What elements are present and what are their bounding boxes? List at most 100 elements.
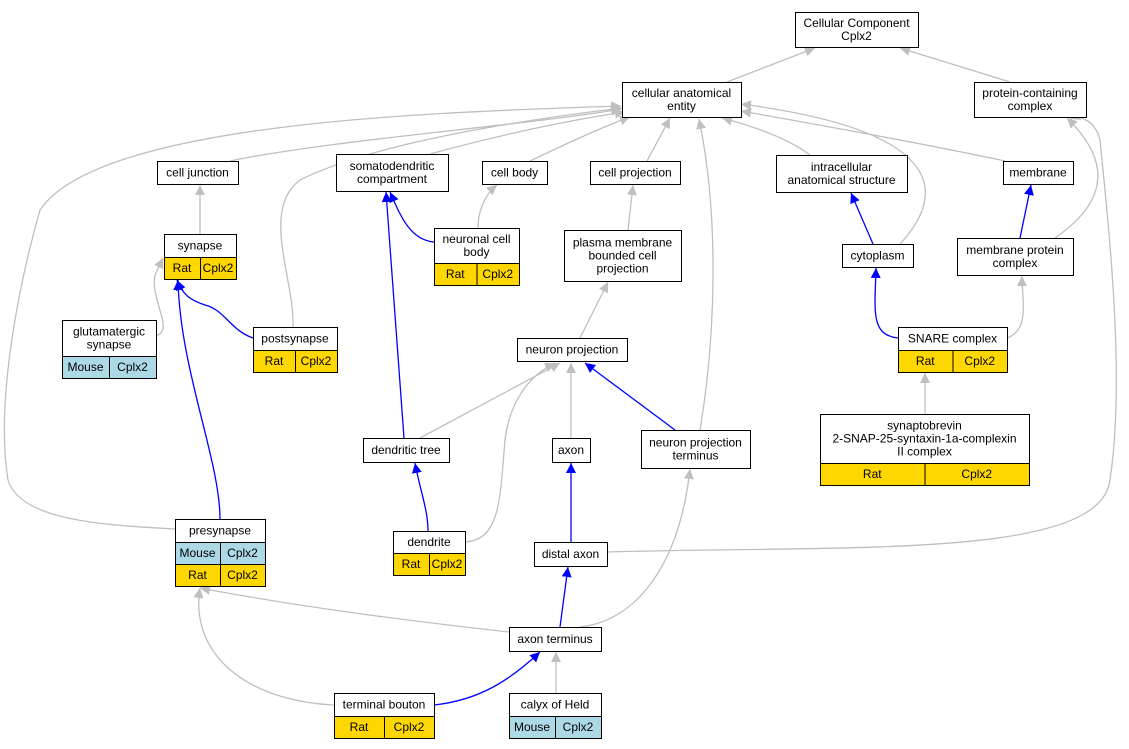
- node-box: [552, 438, 591, 463]
- annotation-cell: [220, 564, 266, 587]
- annotation-cell: [429, 553, 466, 576]
- edge-snare-to-mpc: [1006, 275, 1028, 339]
- node-label: anatomical structure: [787, 173, 895, 187]
- annotation-cell: [924, 463, 1030, 486]
- organism-label: Rat: [188, 568, 207, 582]
- gene-label: Cplx2: [432, 557, 463, 571]
- node-label: calyx of Held: [521, 698, 590, 712]
- organism-label: Rat: [916, 354, 935, 368]
- node-box: [1003, 161, 1074, 185]
- node-label: Cplx2: [841, 29, 872, 43]
- node-label: synapse: [87, 338, 132, 352]
- edge-pre-to-syn: [173, 279, 221, 520]
- annotation-cell: [952, 350, 1008, 373]
- node-box: [974, 82, 1087, 118]
- organism-label: Rat: [446, 267, 465, 281]
- node-box: [957, 238, 1074, 276]
- organism-label: Rat: [402, 557, 421, 571]
- node-axon[interactable]: axon: [552, 438, 591, 463]
- edge-pmbcp-to-cp: [626, 184, 637, 231]
- node-da[interactable]: distal axon: [534, 542, 608, 567]
- edge-tb-to-pre: [193, 587, 335, 706]
- node-label: presynapse: [189, 524, 251, 538]
- node-label: compartment: [357, 172, 428, 186]
- edge-np-to-pmbcp: [579, 281, 609, 339]
- gene-label: Cplx2: [961, 467, 992, 481]
- edge-cae-to-root: [726, 46, 816, 83]
- node-box: [336, 154, 449, 192]
- edge-da-to-pcc: [606, 110, 1117, 553]
- node-box: [776, 155, 908, 193]
- edge-ias-to-cae: [721, 115, 811, 156]
- node-label: synapse: [178, 239, 223, 253]
- node-label: complex: [993, 256, 1038, 270]
- annotation-cell: [295, 350, 338, 373]
- edge-dt-to-np: [419, 362, 561, 439]
- node-box: [622, 82, 742, 118]
- node-at[interactable]: axon terminus: [509, 627, 602, 652]
- node-label: neuronal cell: [442, 232, 510, 246]
- node-label: SNARE complex: [908, 332, 997, 346]
- edge-cp-to-cae: [646, 117, 671, 162]
- node-mem[interactable]: membrane: [1003, 161, 1074, 185]
- node-label: cell projection: [598, 166, 671, 180]
- edge-pcc-to-root: [899, 46, 1011, 83]
- node-label: neuron projection: [649, 436, 742, 450]
- node-label: synaptobrevin: [887, 419, 962, 433]
- edge-at-to-npt: [579, 468, 694, 628]
- node-box: [517, 338, 628, 362]
- annotation-cell: [200, 257, 237, 280]
- node-box: [590, 161, 681, 185]
- node-label: projection: [596, 262, 648, 276]
- node-cyto[interactable]: cytoplasm: [842, 244, 914, 268]
- organism-label: Rat: [350, 720, 369, 734]
- edge-npt-to-np: [584, 362, 676, 431]
- node-label: plasma membrane: [573, 236, 673, 250]
- gene-label: Cplx2: [227, 568, 258, 582]
- annotation-cell: [555, 716, 602, 739]
- gene-label: Cplx2: [301, 354, 332, 368]
- node-np[interactable]: neuron projection: [517, 338, 628, 362]
- node-cb[interactable]: cell body: [482, 161, 548, 185]
- node-box: [641, 430, 751, 469]
- organism-label: Mouse: [67, 360, 103, 374]
- node-label: neuron projection: [526, 343, 619, 357]
- edge-ncb-to-sdc: [389, 191, 435, 243]
- node-dt[interactable]: dendritic tree: [363, 438, 450, 463]
- node-label: bounded cell: [588, 249, 656, 263]
- edge-glu-to-syn: [153, 257, 164, 337]
- node-label: axon: [558, 443, 584, 457]
- node-sb[interactable]: synaptobrevin2-SNAP-25-syntaxin-1a-compl…: [820, 414, 1030, 486]
- node-label: glutamatergic: [73, 325, 145, 339]
- node-cp[interactable]: cell projection: [590, 161, 681, 185]
- annotation-cell: [384, 716, 435, 739]
- node-cj[interactable]: cell junction: [157, 161, 239, 185]
- node-box: [509, 627, 602, 652]
- node-box: [534, 542, 608, 567]
- node-label: dendritic tree: [371, 443, 441, 457]
- node-label: terminal bouton: [343, 698, 426, 712]
- node-label: somatodendritic: [350, 159, 435, 173]
- node-label: postsynapse: [261, 332, 329, 346]
- gene-label: Cplx2: [227, 546, 258, 560]
- node-label: axon terminus: [517, 632, 592, 646]
- node-label: protein-containing: [982, 86, 1077, 100]
